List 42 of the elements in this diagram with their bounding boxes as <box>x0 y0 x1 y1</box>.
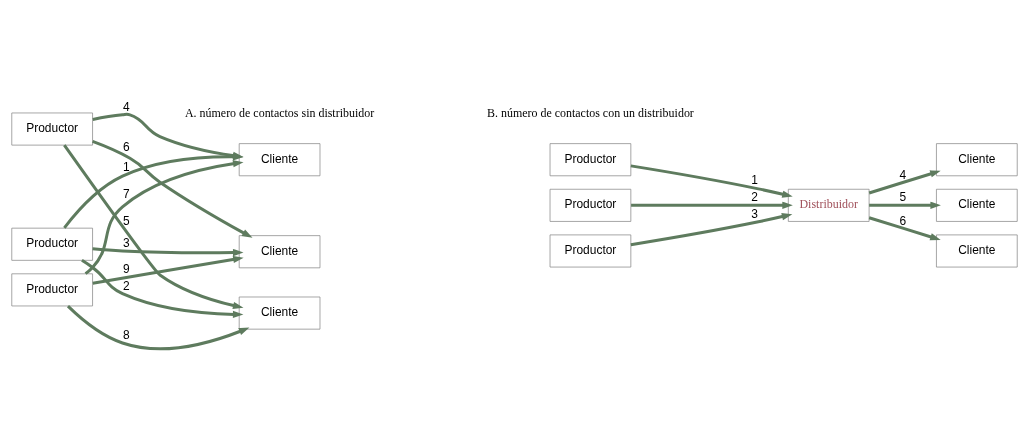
edge-label: 7 <box>122 186 130 201</box>
node-box: Cliente <box>238 296 321 330</box>
node-box: Productor <box>549 234 632 268</box>
node-box: Productor <box>549 188 632 222</box>
edge-label: 3 <box>122 236 130 251</box>
arrow <box>631 201 793 210</box>
node-box: Productor <box>11 112 93 146</box>
arrow <box>66 305 250 351</box>
node-box: Cliente <box>238 143 321 177</box>
label: B. número de contactos con un distribuidor <box>487 105 694 120</box>
node-box: Productor <box>549 143 632 177</box>
edge-label: 6 <box>899 213 907 228</box>
node-box: Cliente <box>238 235 321 269</box>
edge-label: 6 <box>122 140 130 155</box>
edge-label: 1 <box>122 159 130 174</box>
node-box: Cliente <box>936 143 1018 177</box>
arrow <box>868 170 941 195</box>
edge-label: 1 <box>751 173 758 188</box>
edge-label: 5 <box>899 190 907 205</box>
node-box: Distribuidor <box>787 188 870 222</box>
edge-label: 4 <box>122 99 130 114</box>
edge-label: 5 <box>122 214 130 229</box>
arrow <box>630 213 793 247</box>
edge-label: 9 <box>122 262 130 277</box>
arrow <box>92 247 244 257</box>
arrow <box>84 160 244 275</box>
node-box: Productor <box>11 227 93 261</box>
arrow <box>92 139 253 238</box>
node-box: Productor <box>11 273 93 307</box>
label: A. número de contactos sin distribuidor <box>184 105 375 120</box>
arrow <box>630 164 793 198</box>
arrow <box>92 255 244 285</box>
edge-label: 3 <box>751 206 758 221</box>
edge-label: 2 <box>122 278 130 293</box>
edge-label: 2 <box>751 190 758 205</box>
node-box: Cliente <box>936 188 1018 222</box>
edge-label: 4 <box>899 168 907 183</box>
edge-label: 8 <box>122 328 130 343</box>
arrow <box>869 201 941 210</box>
arrow <box>81 259 244 319</box>
arrow <box>868 216 941 241</box>
node-box: Cliente <box>936 234 1018 268</box>
